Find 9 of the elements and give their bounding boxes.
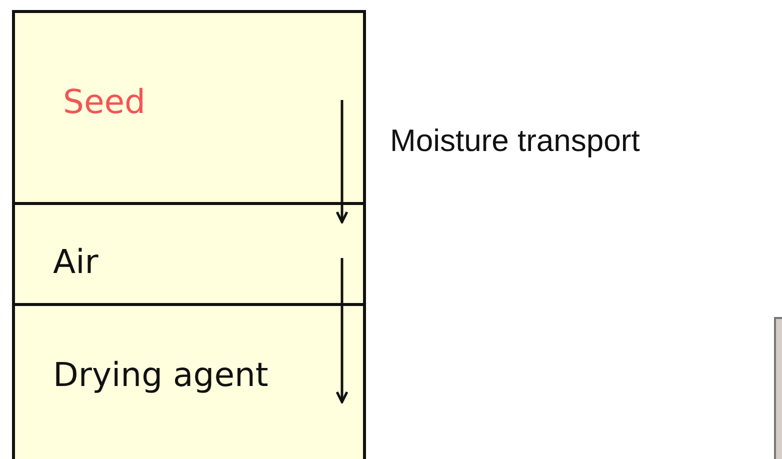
layer-band (12, 10, 366, 205)
arrow (336, 258, 348, 404)
arrow (336, 100, 348, 224)
layer-band (12, 202, 366, 306)
layer-label: Drying agent (53, 358, 268, 391)
annotation-text: Moisture transport (390, 125, 640, 156)
layer-label: Air (53, 245, 98, 278)
layer-label: Seed (63, 85, 146, 118)
layer-band (12, 303, 366, 459)
